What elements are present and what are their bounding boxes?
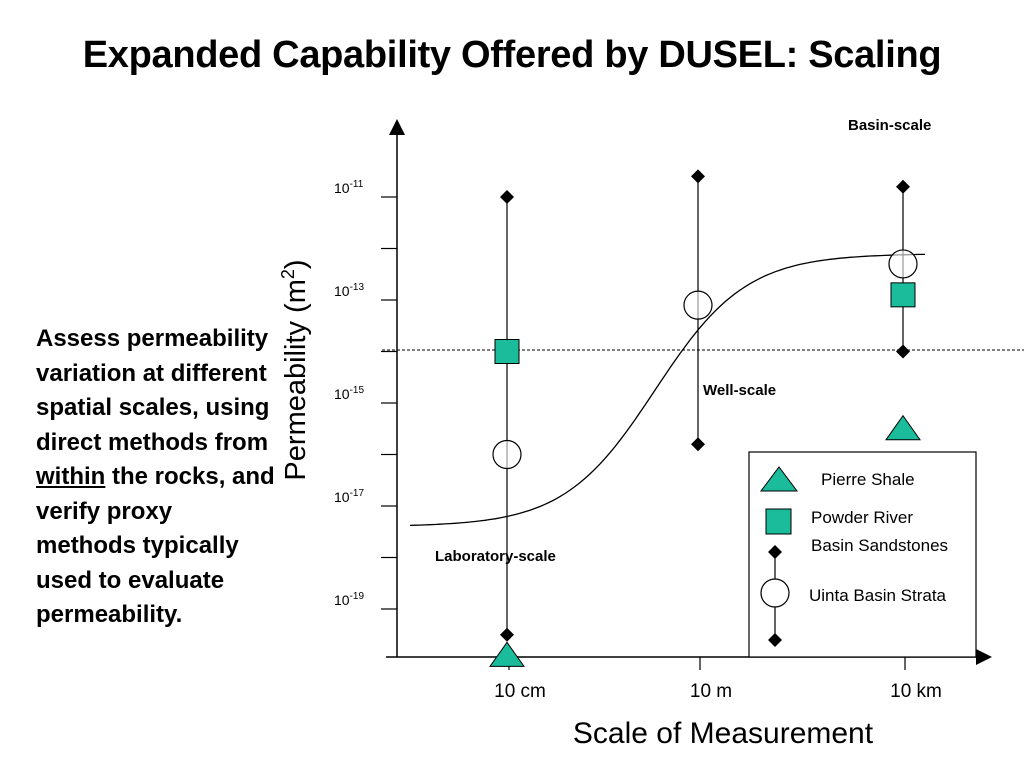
x-tick-label: 10 km <box>890 681 942 702</box>
diamond-marker <box>500 627 514 642</box>
legend-diamond-icon-2 <box>768 633 782 647</box>
x-tick-label: 10 m <box>690 681 732 702</box>
basin-scale-label: Basin-scale <box>848 117 931 134</box>
y-tick-label: 10-15 <box>334 385 364 402</box>
powder-river-marker <box>494 339 520 364</box>
range-lines <box>500 169 910 642</box>
diamond-marker <box>691 437 705 452</box>
legend-square-icon <box>765 508 792 535</box>
y-tick-label: 10-17 <box>334 488 364 505</box>
legend-pierre-shale: Pierre Shale <box>821 470 915 489</box>
legend-circle-icon <box>760 578 790 608</box>
well-scale-label: Well-scale <box>703 382 776 399</box>
legend-triangle-icon <box>760 466 798 492</box>
diamond-marker <box>500 190 514 204</box>
trend-curve <box>409 253 925 527</box>
description-text-before: Assess permeability variation at differe… <box>36 325 270 456</box>
y-axis-title: Permeability (m2) <box>278 259 312 480</box>
x-axis-title: Scale of Measurement <box>573 717 874 750</box>
x-tick-label: 10 cm <box>494 681 546 702</box>
legend: Pierre Shale Powder River Basin Sandston… <box>748 451 977 658</box>
description-underlined-word: within <box>36 463 106 490</box>
y-ticks: 10-11 10-13 10-15 10-17 10-19 <box>334 179 397 610</box>
diamond-marker <box>896 344 910 359</box>
slide-description: Assess permeability variation at differe… <box>36 322 276 633</box>
y-tick-label: 10-13 <box>334 282 364 299</box>
y-axis-title-main: Permeability (m <box>280 279 312 480</box>
y-axis-title-end: ) <box>280 259 312 269</box>
slide-title: Expanded Capability Offered by DUSEL: Sc… <box>82 34 942 76</box>
y-axis-title-superscript: 2 <box>278 269 298 279</box>
description-text-after: the rocks, and verify proxy methods typi… <box>36 463 275 628</box>
y-tick-label: 10-19 <box>334 591 364 608</box>
x-ticks: 10 cm 10 m 10 km <box>494 657 942 702</box>
legend-powder-river-line2: Basin Sandstones <box>811 536 948 555</box>
data-markers <box>489 249 921 667</box>
diamond-marker <box>691 169 705 184</box>
powder-river-marker <box>890 282 916 308</box>
pierre-shale-marker <box>489 641 525 667</box>
legend-powder-river-line1: Powder River <box>811 508 913 527</box>
x-axis-arrow <box>976 649 992 665</box>
y-tick-label: 10-11 <box>334 179 364 196</box>
pierre-shale-marker <box>885 414 921 441</box>
uinta-basin-marker <box>888 249 918 279</box>
uinta-basin-marker <box>683 290 713 320</box>
laboratory-scale-label: Laboratory-scale <box>435 548 556 565</box>
legend-uinta-basin: Uinta Basin Strata <box>809 586 947 605</box>
diamond-marker <box>896 179 910 194</box>
y-axis-arrow <box>389 119 405 135</box>
uinta-basin-marker <box>492 439 522 470</box>
